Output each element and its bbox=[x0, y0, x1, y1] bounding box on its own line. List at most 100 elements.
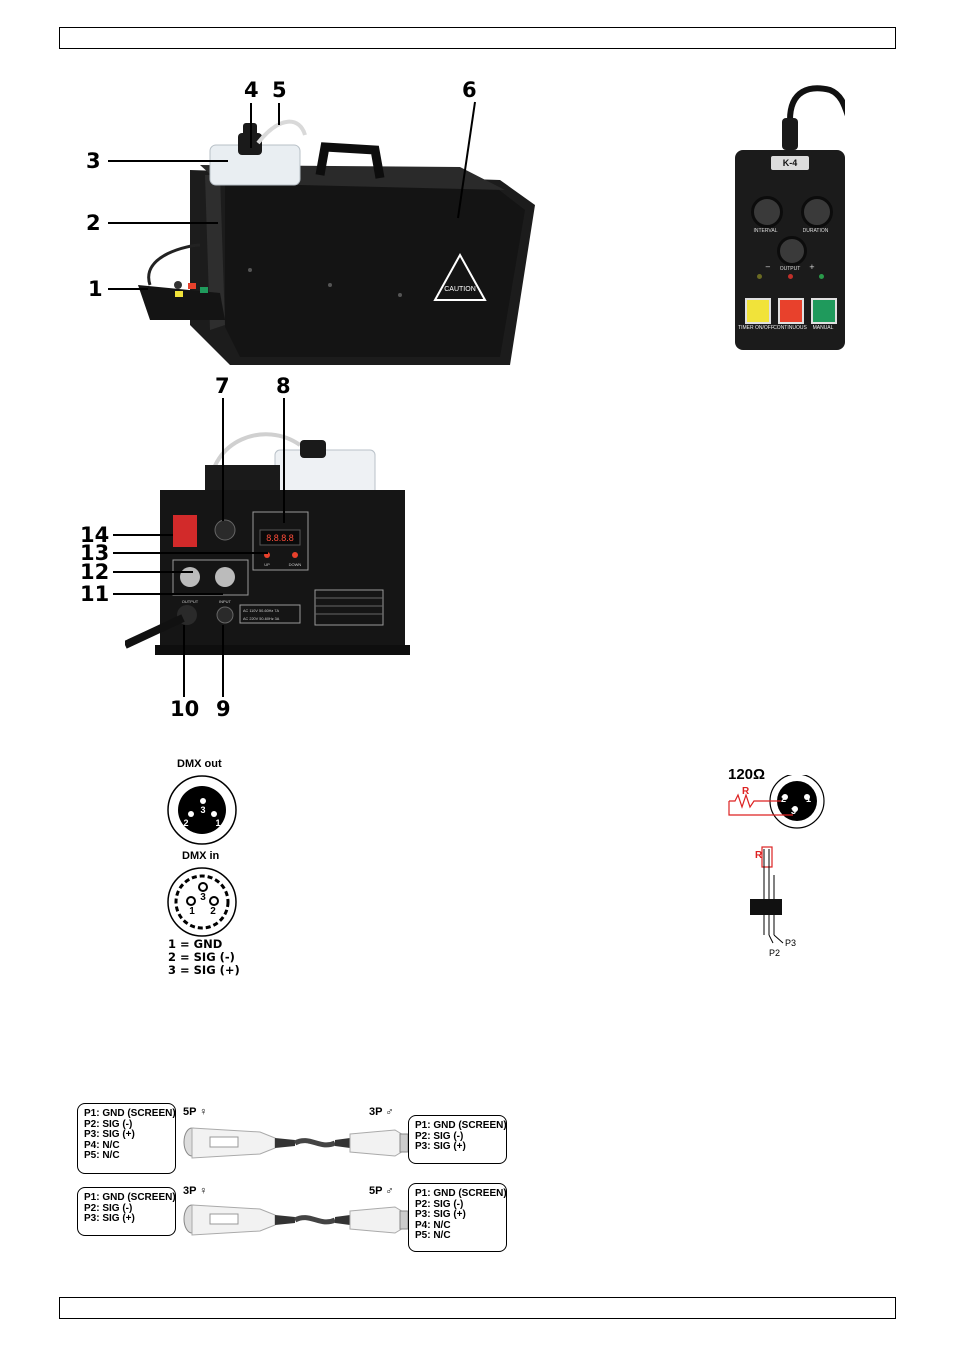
terminator-r-label: R bbox=[742, 786, 750, 797]
dmx-out-pin-2: 2 bbox=[183, 818, 188, 828]
terminator-r-label-2: R bbox=[755, 850, 763, 861]
adapter1-left-pin-2: P2: SIG (-) bbox=[84, 1118, 133, 1130]
callout-number-4: 4 bbox=[244, 78, 259, 102]
adapter2-right-pin-3: P3: SIG (+) bbox=[415, 1209, 466, 1220]
terminator-pin-3: 3 bbox=[791, 806, 796, 816]
adapter1-cable bbox=[183, 1127, 409, 1159]
callout-line-13 bbox=[113, 552, 268, 554]
duration-knob[interactable] bbox=[801, 196, 833, 228]
output-port-label: OUTPUT bbox=[182, 599, 199, 604]
fog-machine-illustration: CAUTION bbox=[138, 119, 535, 365]
adapter2-right-pinout: P1: GND (SCREEN) P2: SIG (-) P3: SIG (+)… bbox=[408, 1183, 507, 1252]
adapter1-left-pinout: P1: GND (SCREEN) P2: SIG (-) P3: SIG (+)… bbox=[77, 1103, 176, 1174]
dmx-in-pin-1: 1 bbox=[189, 906, 195, 917]
adapter1-left-pin-3: P3: SIG (+) bbox=[84, 1129, 135, 1140]
callout-number-6: 6 bbox=[462, 78, 477, 102]
legend-sig-plus: 3 = SIG (+) bbox=[168, 963, 240, 977]
callout-line-1 bbox=[108, 288, 148, 290]
output-plus: + bbox=[809, 263, 815, 271]
duration-label: DURATION bbox=[802, 228, 829, 234]
adapter2-left-pin-1: P1: GND (SCREEN) bbox=[84, 1192, 176, 1203]
dmx-in-title: DMX in bbox=[182, 850, 220, 862]
callout-number-11: 11 bbox=[80, 582, 110, 606]
manual-label: MANUAL bbox=[812, 325, 834, 331]
callout-line-2 bbox=[108, 222, 218, 224]
legend-sig-minus: 2 = SIG (-) bbox=[168, 950, 235, 964]
callout-line-6 bbox=[457, 101, 476, 219]
callout-number-1: 1 bbox=[88, 277, 103, 301]
adapter2-right-pin-5: P5: N/C bbox=[415, 1230, 451, 1241]
voltage-220-label: AC 220V 50-60Hz 3A bbox=[243, 617, 280, 621]
callout-number-14: 14 bbox=[80, 523, 110, 547]
led-green bbox=[819, 274, 824, 279]
adapter2-right-pin-1: P1: GND (SCREEN) bbox=[415, 1188, 507, 1199]
header-box bbox=[59, 27, 896, 49]
adapter1-left-gender: 5P ♀ bbox=[183, 1106, 208, 1118]
dmx-out-title: DMX out bbox=[177, 758, 222, 770]
adapter2-right-pin-4: P4: N/C bbox=[415, 1219, 451, 1231]
adapter2-right-gender: 5P ♂ bbox=[369, 1185, 394, 1197]
callout-number-5: 5 bbox=[272, 78, 287, 102]
dmx-out-pin-1: 1 bbox=[215, 818, 220, 828]
callout-line-12 bbox=[113, 571, 193, 573]
callout-number-13: 13 bbox=[80, 541, 110, 565]
remote-control: K-4 INTERVAL DURATION OUTPUT − + TIMER O… bbox=[735, 80, 845, 355]
callout-line-8 bbox=[283, 398, 285, 523]
callout-number-8: 8 bbox=[276, 374, 291, 398]
callout-line-11 bbox=[113, 593, 223, 595]
down-label: DOWN bbox=[289, 562, 302, 567]
rear-display-readout: 8.8.8.8 bbox=[266, 533, 294, 543]
dmx-pin-legend: 1 = GND 2 = SIG (-) 3 = SIG (+) bbox=[168, 938, 240, 977]
output-label: OUTPUT bbox=[779, 266, 801, 272]
terminator-resistance: 120Ω bbox=[728, 766, 766, 783]
remote-cable bbox=[782, 85, 845, 158]
input-port-label: INPUT bbox=[219, 599, 232, 604]
adapter1-left-pin-5: P5: N/C bbox=[84, 1150, 120, 1161]
terminator-pin-2: 2 bbox=[781, 794, 786, 804]
callout-number-12: 12 bbox=[80, 560, 110, 584]
up-label: UP bbox=[264, 562, 270, 567]
adapter1-right-pinout: P1: GND (SCREEN) P2: SIG (-) P3: SIG (+) bbox=[408, 1115, 507, 1164]
adapter2-right-pin-2: P2: SIG (-) bbox=[415, 1198, 464, 1210]
callout-number-2: 2 bbox=[86, 211, 101, 235]
callout-number-10: 10 bbox=[170, 697, 200, 721]
callout-line-7 bbox=[222, 398, 224, 521]
rear-panel-illustration: 8.8.8.8 UP DOWN OUTPUT INPUT AC 110V 50-… bbox=[125, 432, 410, 655]
manual-button[interactable] bbox=[811, 298, 837, 324]
terminator-p3: P3 bbox=[785, 938, 796, 948]
dmx-in-pin-2: 2 bbox=[210, 906, 216, 917]
terminator-pin-1: 1 bbox=[806, 794, 811, 804]
terminator-p2: P2 bbox=[769, 948, 780, 958]
callout-number-9: 9 bbox=[216, 697, 231, 721]
callout-line-9 bbox=[222, 625, 224, 697]
interval-knob[interactable] bbox=[751, 196, 783, 228]
terminator-diagram: 2 3 1 R R P2 P3 bbox=[728, 775, 825, 958]
adapter1-right-gender: 3P ♂ bbox=[369, 1106, 394, 1118]
callout-line-4 bbox=[250, 103, 252, 148]
continuous-label: CONTINUOUS bbox=[773, 325, 807, 331]
adapter1-right-pin-2: P2: SIG (-) bbox=[415, 1130, 464, 1142]
legend-gnd: 1 = GND bbox=[168, 937, 223, 951]
adapter1-right-pin-3: P3: SIG (+) bbox=[415, 1141, 466, 1152]
adapter1-right-pin-1: P1: GND (SCREEN) bbox=[415, 1120, 507, 1131]
dmx-out-connector: 3 2 1 bbox=[167, 775, 237, 845]
output-minus: − bbox=[765, 263, 771, 271]
callout-number-3: 3 bbox=[86, 149, 101, 173]
dmx-out-pin-3: 3 bbox=[200, 805, 205, 815]
callout-line-14 bbox=[113, 534, 173, 536]
timer-button[interactable] bbox=[745, 298, 771, 324]
adapter2-left-gender: 3P ♀ bbox=[183, 1185, 208, 1197]
footer-box bbox=[59, 1297, 896, 1319]
output-knob[interactable] bbox=[777, 236, 807, 266]
interval-label: INTERVAL bbox=[753, 228, 778, 234]
adapter1-left-pin-1: P1: GND (SCREEN) bbox=[84, 1108, 176, 1119]
adapter1-left-pin-4: P4: N/C bbox=[84, 1139, 120, 1151]
voltage-110-label: AC 110V 50-60Hz 7A bbox=[243, 609, 279, 613]
timer-label: TIMER ON/OFF bbox=[738, 325, 774, 331]
dmx-in-connector: 3 1 2 bbox=[167, 867, 237, 937]
callout-number-7: 7 bbox=[215, 374, 230, 398]
callout-line-5 bbox=[278, 103, 280, 125]
callout-line-3 bbox=[108, 160, 228, 162]
continuous-button[interactable] bbox=[778, 298, 804, 324]
led-red bbox=[788, 274, 793, 279]
